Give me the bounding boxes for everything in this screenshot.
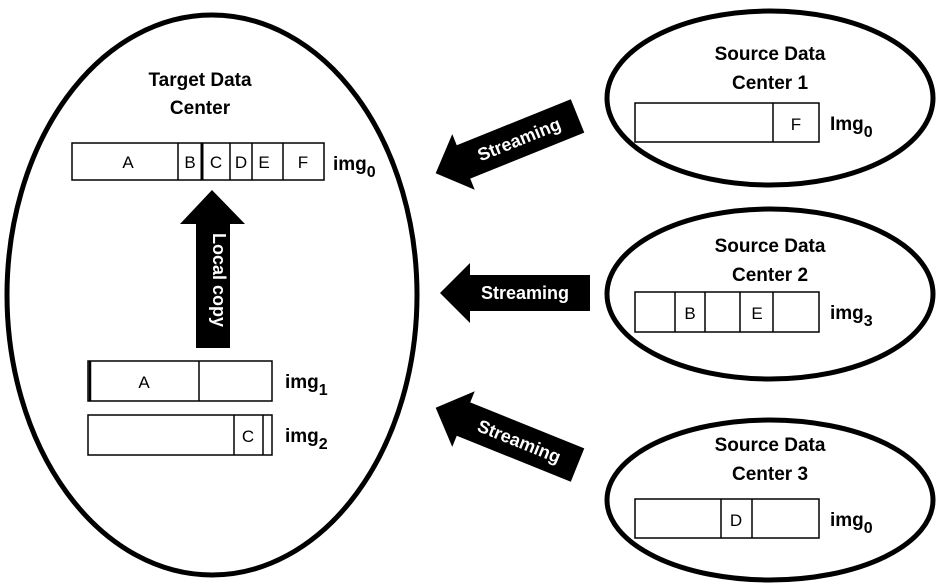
local-image-1-cell: A xyxy=(138,373,150,392)
target-result-image: A B C D E F img0 xyxy=(71,142,376,181)
local-copy-label: Local copy xyxy=(209,233,229,327)
streaming-arrow-1-shape xyxy=(435,99,585,190)
local-image-2: C img2 xyxy=(87,414,328,456)
streaming-arrow-2: Streaming xyxy=(440,263,590,323)
streaming-arrow-3-shape xyxy=(435,391,585,482)
source-2-ellipse xyxy=(604,206,936,382)
source-2-image-box xyxy=(634,291,820,333)
source-3-ellipse xyxy=(604,417,936,583)
target-data-center: Target Data Center A B C D E F img0 Loca… xyxy=(4,12,420,578)
result-cell: E xyxy=(258,153,269,172)
streaming-arrow-1: Streaming xyxy=(435,99,585,190)
source-data-center-3: Source Data Center 3 D img0 xyxy=(604,417,936,583)
source-2-cell: E xyxy=(751,304,762,323)
local-image-2-cell: C xyxy=(242,427,254,446)
source-3-image-box xyxy=(634,498,820,539)
local-copy-arrow: Local copy xyxy=(180,190,245,348)
target-title-line1: Target Data xyxy=(148,70,252,91)
result-cell: B xyxy=(184,153,195,172)
local-image-1: A img1 xyxy=(87,360,328,402)
streaming-arrow-2-shape xyxy=(440,263,590,323)
local-image-1-box xyxy=(87,360,273,402)
result-cell: D xyxy=(235,153,247,172)
source-data-center-2: Source Data Center 2 B E img3 xyxy=(604,206,936,382)
result-image-box xyxy=(71,142,325,181)
result-cell: C xyxy=(210,153,222,172)
target-title-line2: Center xyxy=(170,98,231,119)
streaming-arrow-3: Streaming xyxy=(435,391,585,482)
streaming-label-2: Streaming xyxy=(481,283,569,303)
local-copy-arrow-shape xyxy=(180,190,245,348)
source-2-image-name: img3 xyxy=(830,303,873,330)
result-image-name: img0 xyxy=(333,154,376,181)
source-3-image-name: img0 xyxy=(830,510,873,537)
source-1-cell: F xyxy=(791,115,801,134)
source-3-title-line2: Center 3 xyxy=(732,464,808,485)
local-image-2-box xyxy=(87,414,273,456)
source-3-cell: D xyxy=(730,511,742,530)
result-cell: A xyxy=(122,153,134,172)
source-1-image-name: Img0 xyxy=(830,114,873,141)
source-2-cell: B xyxy=(684,304,695,323)
local-image-2-name: img2 xyxy=(285,426,328,453)
local-image-1-name: img1 xyxy=(285,372,328,399)
source-1-ellipse xyxy=(604,8,936,188)
source-2-title-line1: Source Data xyxy=(715,236,826,257)
source-2-title-line2: Center 2 xyxy=(732,265,808,286)
target-ellipse xyxy=(4,12,420,578)
source-1-title-line1: Source Data xyxy=(715,44,826,65)
source-3-title-line1: Source Data xyxy=(715,435,826,456)
source-data-center-1: Source Data Center 1 F Img0 xyxy=(604,8,936,188)
source-1-image-box xyxy=(634,102,820,143)
source-1-title-line2: Center 1 xyxy=(732,73,808,94)
result-cell: F xyxy=(298,153,308,172)
